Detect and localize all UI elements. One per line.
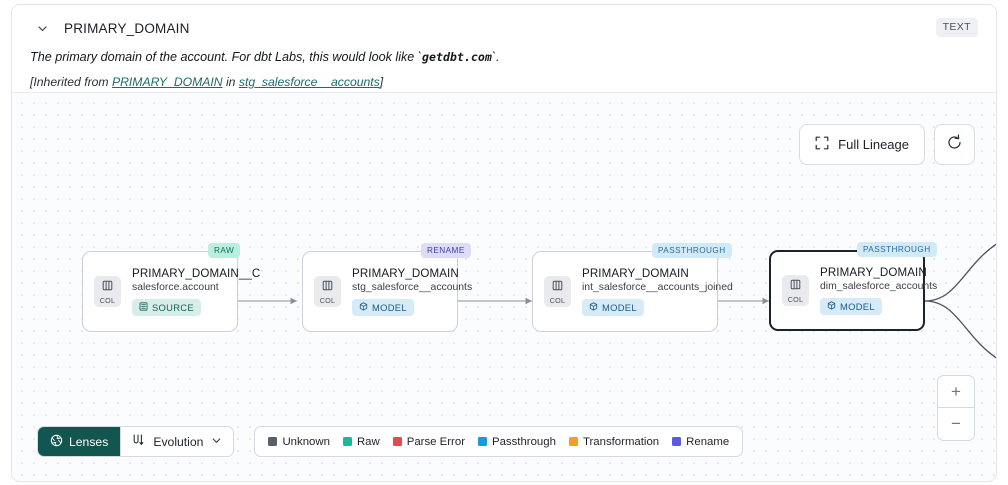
lens-control-group: Lenses Evolution: [37, 426, 235, 457]
column-chip: COL: [94, 276, 121, 307]
zoom-out-button[interactable]: −: [938, 408, 974, 440]
legend-item: Raw: [342, 435, 380, 448]
column-header: PRIMARY_DOMAIN TEXT The primary domain o…: [12, 5, 996, 92]
refresh-button[interactable]: [934, 124, 975, 165]
description-code: getdbt.com: [422, 50, 492, 64]
legend-item: Parse Error: [392, 435, 465, 448]
column-lineage-card: PRIMARY_DOMAIN TEXT The primary domain o…: [11, 4, 997, 482]
node-kind-badge: SOURCE: [132, 299, 201, 316]
node-kind-badge: MODEL: [352, 299, 414, 316]
node-kind-badge: MODEL: [582, 299, 644, 316]
column-chip-label: COL: [319, 296, 336, 305]
cube-icon: [827, 301, 836, 312]
expand-icon: [815, 136, 829, 153]
column-icon: [322, 278, 333, 296]
legend-item: Rename: [672, 436, 729, 448]
canvas-top-controls: Full Lineage: [799, 124, 975, 165]
node-table-name: int_salesforce__accounts_joined: [582, 282, 733, 293]
column-description: The primary domain of the account. For d…: [30, 49, 978, 66]
zoom-controls: + −: [937, 375, 975, 441]
inherited-mid: in: [222, 75, 239, 89]
node-kind-label: SOURCE: [152, 302, 194, 313]
chevron-down-icon[interactable]: [34, 20, 50, 36]
node-kind-badge: MODEL: [820, 298, 882, 315]
legend-item: Passthrough: [477, 435, 556, 448]
legend-item: Transformation: [568, 435, 660, 448]
inherited-model-link[interactable]: stg_salesforce__accounts: [238, 75, 380, 89]
node-column-name: PRIMARY_DOMAIN: [820, 266, 927, 279]
node-table-name: stg_salesforce__accounts: [352, 282, 473, 293]
legend-label: Parse Error: [406, 435, 465, 448]
node-lens-badge: RENAME: [421, 243, 471, 258]
column-icon: [102, 278, 113, 296]
node-table-name: salesforce.account: [132, 282, 219, 293]
legend-swatch-raw: [342, 437, 352, 446]
node-column-name: PRIMARY_DOMAIN: [582, 267, 689, 280]
database-icon: [139, 302, 148, 313]
description-text-pre: The primary domain of the account. For d…: [30, 50, 422, 64]
legend-swatch-parse-error: [392, 437, 402, 446]
legend-swatch-transformation: [568, 437, 578, 446]
legend-label: Passthrough: [491, 435, 556, 448]
node-table-name: dim_salesforce_accounts: [820, 281, 938, 292]
column-icon: [552, 278, 563, 296]
legend-swatch-rename: [672, 437, 682, 446]
lenses-label: Lenses: [69, 434, 109, 449]
column-chip-label: COL: [99, 296, 116, 305]
column-chip: COL: [544, 276, 571, 307]
legend-label: Transformation: [582, 435, 660, 448]
description-text-post: `.: [491, 50, 500, 64]
column-icon: [790, 277, 801, 295]
lens-legend: Unknown Raw Parse Error Passthrough Tran…: [254, 426, 744, 457]
evolution-label: Evolution: [153, 434, 204, 449]
cube-icon: [359, 302, 368, 313]
inherited-suffix: ]: [379, 75, 384, 89]
chevron-down-icon: [211, 435, 222, 449]
lineage-node[interactable]: COL PRIMARY_DOMAIN int_salesforce__accou…: [532, 251, 733, 332]
zoom-in-button[interactable]: +: [938, 376, 974, 408]
lineage-node-selected[interactable]: COL PRIMARY_DOMAIN dim_salesforce_accoun…: [769, 250, 937, 331]
lenses-button[interactable]: Lenses: [38, 427, 121, 456]
refresh-icon: [946, 133, 963, 156]
legend-item: Unknown: [268, 436, 330, 448]
evolution-dropdown[interactable]: Evolution: [120, 427, 234, 456]
legend-label: Rename: [686, 435, 730, 448]
canvas-bottom-toolbar: Lenses Evolution: [37, 426, 744, 457]
lineage-node[interactable]: COL PRIMARY_DOMAIN stg_salesforce__accou…: [302, 251, 472, 332]
full-lineage-label: Full Lineage: [838, 137, 909, 152]
lineage-canvas[interactable]: RAW COL PRIMARY_DOMAIN__C salesforce.a: [12, 92, 996, 481]
type-badge: TEXT: [935, 18, 978, 37]
node-column-name: PRIMARY_DOMAIN: [352, 267, 459, 280]
inherited-prefix: [Inherited from: [30, 75, 112, 89]
column-chip-label: COL: [787, 295, 804, 304]
evolution-icon: [131, 433, 145, 450]
node-lens-badge: PASSTHROUGH: [857, 242, 937, 257]
node-kind-label: MODEL: [840, 301, 875, 312]
page-title: PRIMARY_DOMAIN: [64, 20, 190, 36]
lineage-node[interactable]: COL PRIMARY_DOMAIN__C salesforce.account: [82, 251, 260, 332]
full-lineage-button[interactable]: Full Lineage: [799, 124, 925, 165]
node-kind-label: MODEL: [372, 302, 407, 313]
legend-label: Raw: [356, 435, 380, 448]
aperture-icon: [50, 434, 63, 450]
column-chip-label: COL: [549, 296, 566, 305]
legend-label: Unknown: [282, 435, 330, 448]
inherited-column-link[interactable]: PRIMARY_DOMAIN: [111, 75, 223, 89]
node-lens-badge: PASSTHROUGH: [652, 243, 732, 258]
legend-swatch-passthrough: [477, 437, 487, 446]
inherited-from-line: [Inherited from PRIMARY_DOMAIN in stg_sa…: [30, 74, 978, 90]
column-chip: COL: [314, 276, 341, 307]
cube-icon: [589, 302, 598, 313]
column-chip: COL: [782, 275, 809, 306]
node-kind-label: MODEL: [602, 302, 637, 313]
legend-swatch-unknown: [268, 437, 278, 446]
node-lens-badge: RAW: [208, 243, 241, 258]
node-column-name: PRIMARY_DOMAIN__C: [132, 267, 261, 280]
